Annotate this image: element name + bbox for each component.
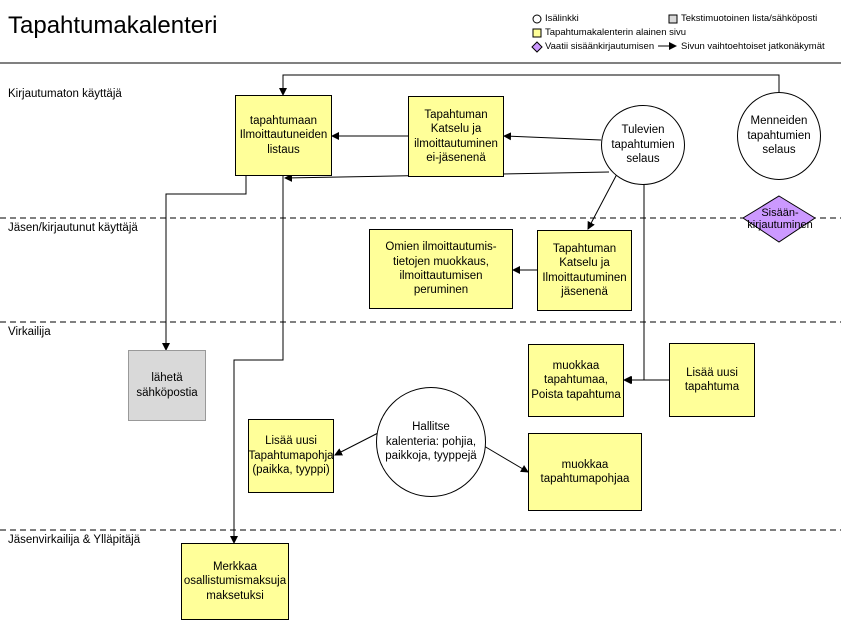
legend-grey-box-label: Tekstimuotoinen lista/sähköposti bbox=[681, 13, 818, 24]
node-katselu-ei-jasen[interactable]: Tapahtuman Katselu ja ilmoittautuminen e… bbox=[408, 96, 504, 177]
node-menneiden-selaus[interactable]: Menneiden tapahtumien selaus bbox=[737, 92, 821, 180]
legend-yellow-box-icon bbox=[532, 28, 542, 38]
lane-label-guest: Kirjautumaton käyttäjä bbox=[8, 88, 122, 100]
node-omien-muokkaus[interactable]: Omien ilmoittautumis- tietojen muokkaus,… bbox=[369, 229, 513, 309]
lane-label-officer: Virkailija bbox=[8, 326, 51, 338]
node-sisaankirjautuminen[interactable]: Sisään- kirjautuminen bbox=[747, 207, 813, 232]
node-hallitse-kalenteria[interactable]: Hallitse kalenteria: pohjia, paikkoja, t… bbox=[376, 387, 486, 497]
legend-circle-icon bbox=[532, 14, 542, 24]
lane-label-member: Jäsen/kirjautunut käyttäjä bbox=[8, 222, 138, 234]
legend-circle-label: Isälinkki bbox=[545, 13, 579, 24]
node-ilmoittautuneiden-listaus[interactable]: tapahtumaan Ilmoittautuneiden listaus bbox=[235, 95, 332, 176]
legend-diamond-icon bbox=[531, 41, 543, 53]
node-merkkaa-maksetuksi[interactable]: Merkkaa osallistumismaksuja maksetuksi bbox=[181, 543, 289, 620]
node-muokkaa-tapahtumapohjaa[interactable]: muokkaa tapahtumapohjaa bbox=[528, 433, 642, 511]
node-katselu-jasen[interactable]: Tapahtuman Katselu ja Ilmoittautuminen j… bbox=[537, 230, 632, 311]
legend-diamond-label: Vaatii sisäänkirjautumisen bbox=[545, 41, 655, 52]
legend-grey-box-icon bbox=[668, 14, 678, 24]
node-lisaa-tapahtumapohja[interactable]: Lisää uusi Tapahtumapohja (paikka, tyypp… bbox=[248, 419, 334, 493]
lane-label-admin: Jäsenvirkailija & Ylläpitäjä bbox=[8, 534, 141, 546]
legend-yellow-box-label: Tapahtumakalenterin alainen sivu bbox=[545, 27, 687, 38]
page-title: Tapahtumakalenteri bbox=[8, 12, 218, 39]
legend-arrow-label: Sivun vaihtoehtoiset jatkonäkymät bbox=[681, 41, 825, 52]
node-muokkaa-tapahtumaa[interactable]: muokkaa tapahtumaa, Poista tapahtuma bbox=[528, 344, 624, 417]
node-laheta-sahkopostia[interactable]: lähetä sähköpostia bbox=[128, 350, 206, 421]
node-tulevien-selaus[interactable]: Tulevien tapahtumien selaus bbox=[601, 105, 685, 185]
node-lisaa-tapahtuma[interactable]: Lisää uusi tapahtuma bbox=[669, 343, 755, 417]
login-diamond bbox=[742, 195, 816, 243]
